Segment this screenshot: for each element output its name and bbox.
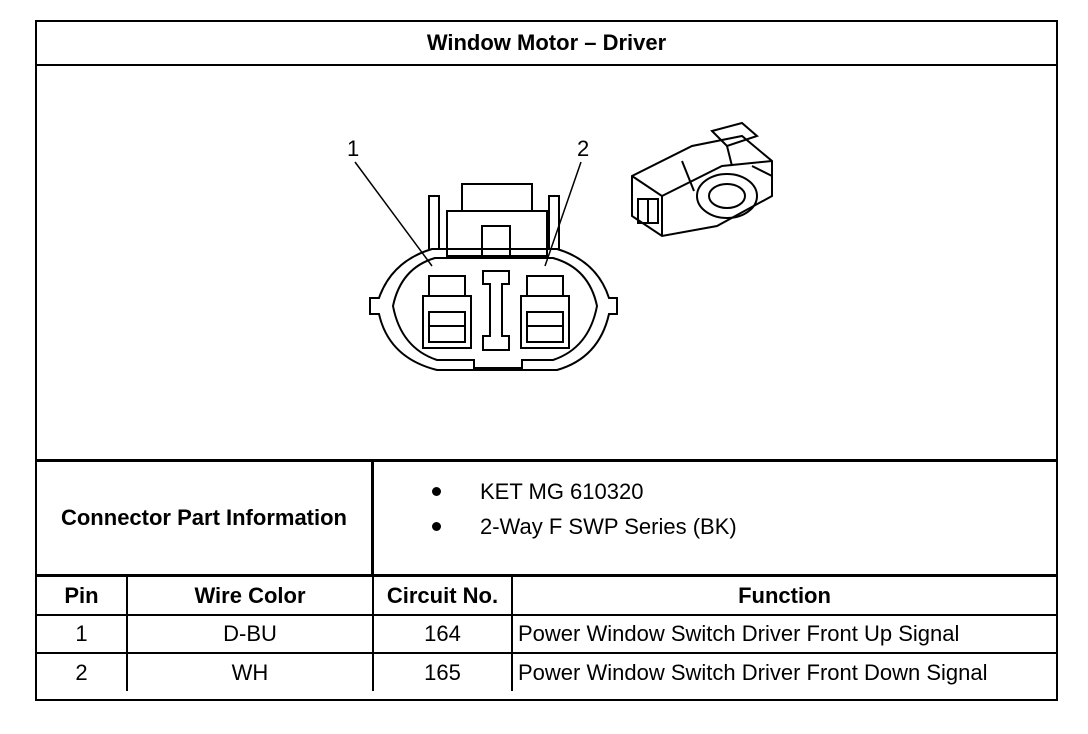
table-row: 1 D-BU 164 Power Window Switch Driver Fr…: [37, 614, 1056, 654]
pin-label-1: 1: [347, 136, 359, 161]
cell-pin: 2: [37, 652, 128, 691]
cell-wire-color: D-BU: [126, 614, 374, 654]
page-title: Window Motor – Driver: [37, 22, 1056, 66]
header-circuit: Circuit No.: [372, 577, 513, 616]
cell-circuit: 165: [372, 652, 513, 691]
connector-part-info: Connector Part Information KET MG 610320…: [37, 459, 1056, 577]
connector-series: 2-Way F SWP Series (BK): [480, 513, 737, 539]
connector-diagram: 1 2: [37, 66, 1056, 459]
cell-wire-color: WH: [126, 652, 374, 691]
cell-circuit: 164: [372, 614, 513, 654]
header-wire-color: Wire Color: [126, 577, 374, 616]
pinout-table: Pin Wire Color Circuit No. Function 1 D-…: [37, 577, 1056, 691]
table-row: 2 WH 165 Power Window Switch Driver Fron…: [37, 652, 1056, 691]
cell-function: Power Window Switch Driver Front Up Sign…: [511, 614, 1056, 654]
part-number: KET MG 610320: [480, 478, 644, 504]
list-item: 2-Way F SWP Series (BK): [422, 509, 737, 544]
bullet-icon: [432, 487, 441, 496]
connector-info-label: Connector Part Information: [37, 462, 374, 574]
pin-label-2: 2: [577, 136, 589, 161]
connector-pinout-sheet: Window Motor – Driver 1 2: [35, 20, 1058, 701]
bullet-icon: [432, 522, 441, 531]
list-item: KET MG 610320: [422, 474, 737, 509]
cell-function: Power Window Switch Driver Front Down Si…: [511, 652, 1056, 691]
connector-info-list: KET MG 610320 2-Way F SWP Series (BK): [422, 474, 737, 544]
cell-pin: 1: [37, 614, 128, 654]
table-header-row: Pin Wire Color Circuit No. Function: [37, 577, 1056, 616]
connector-3d-icon: [631, 121, 773, 238]
header-pin: Pin: [37, 577, 128, 616]
connector-face-icon: 1 2: [347, 136, 618, 371]
header-function: Function: [511, 577, 1056, 616]
